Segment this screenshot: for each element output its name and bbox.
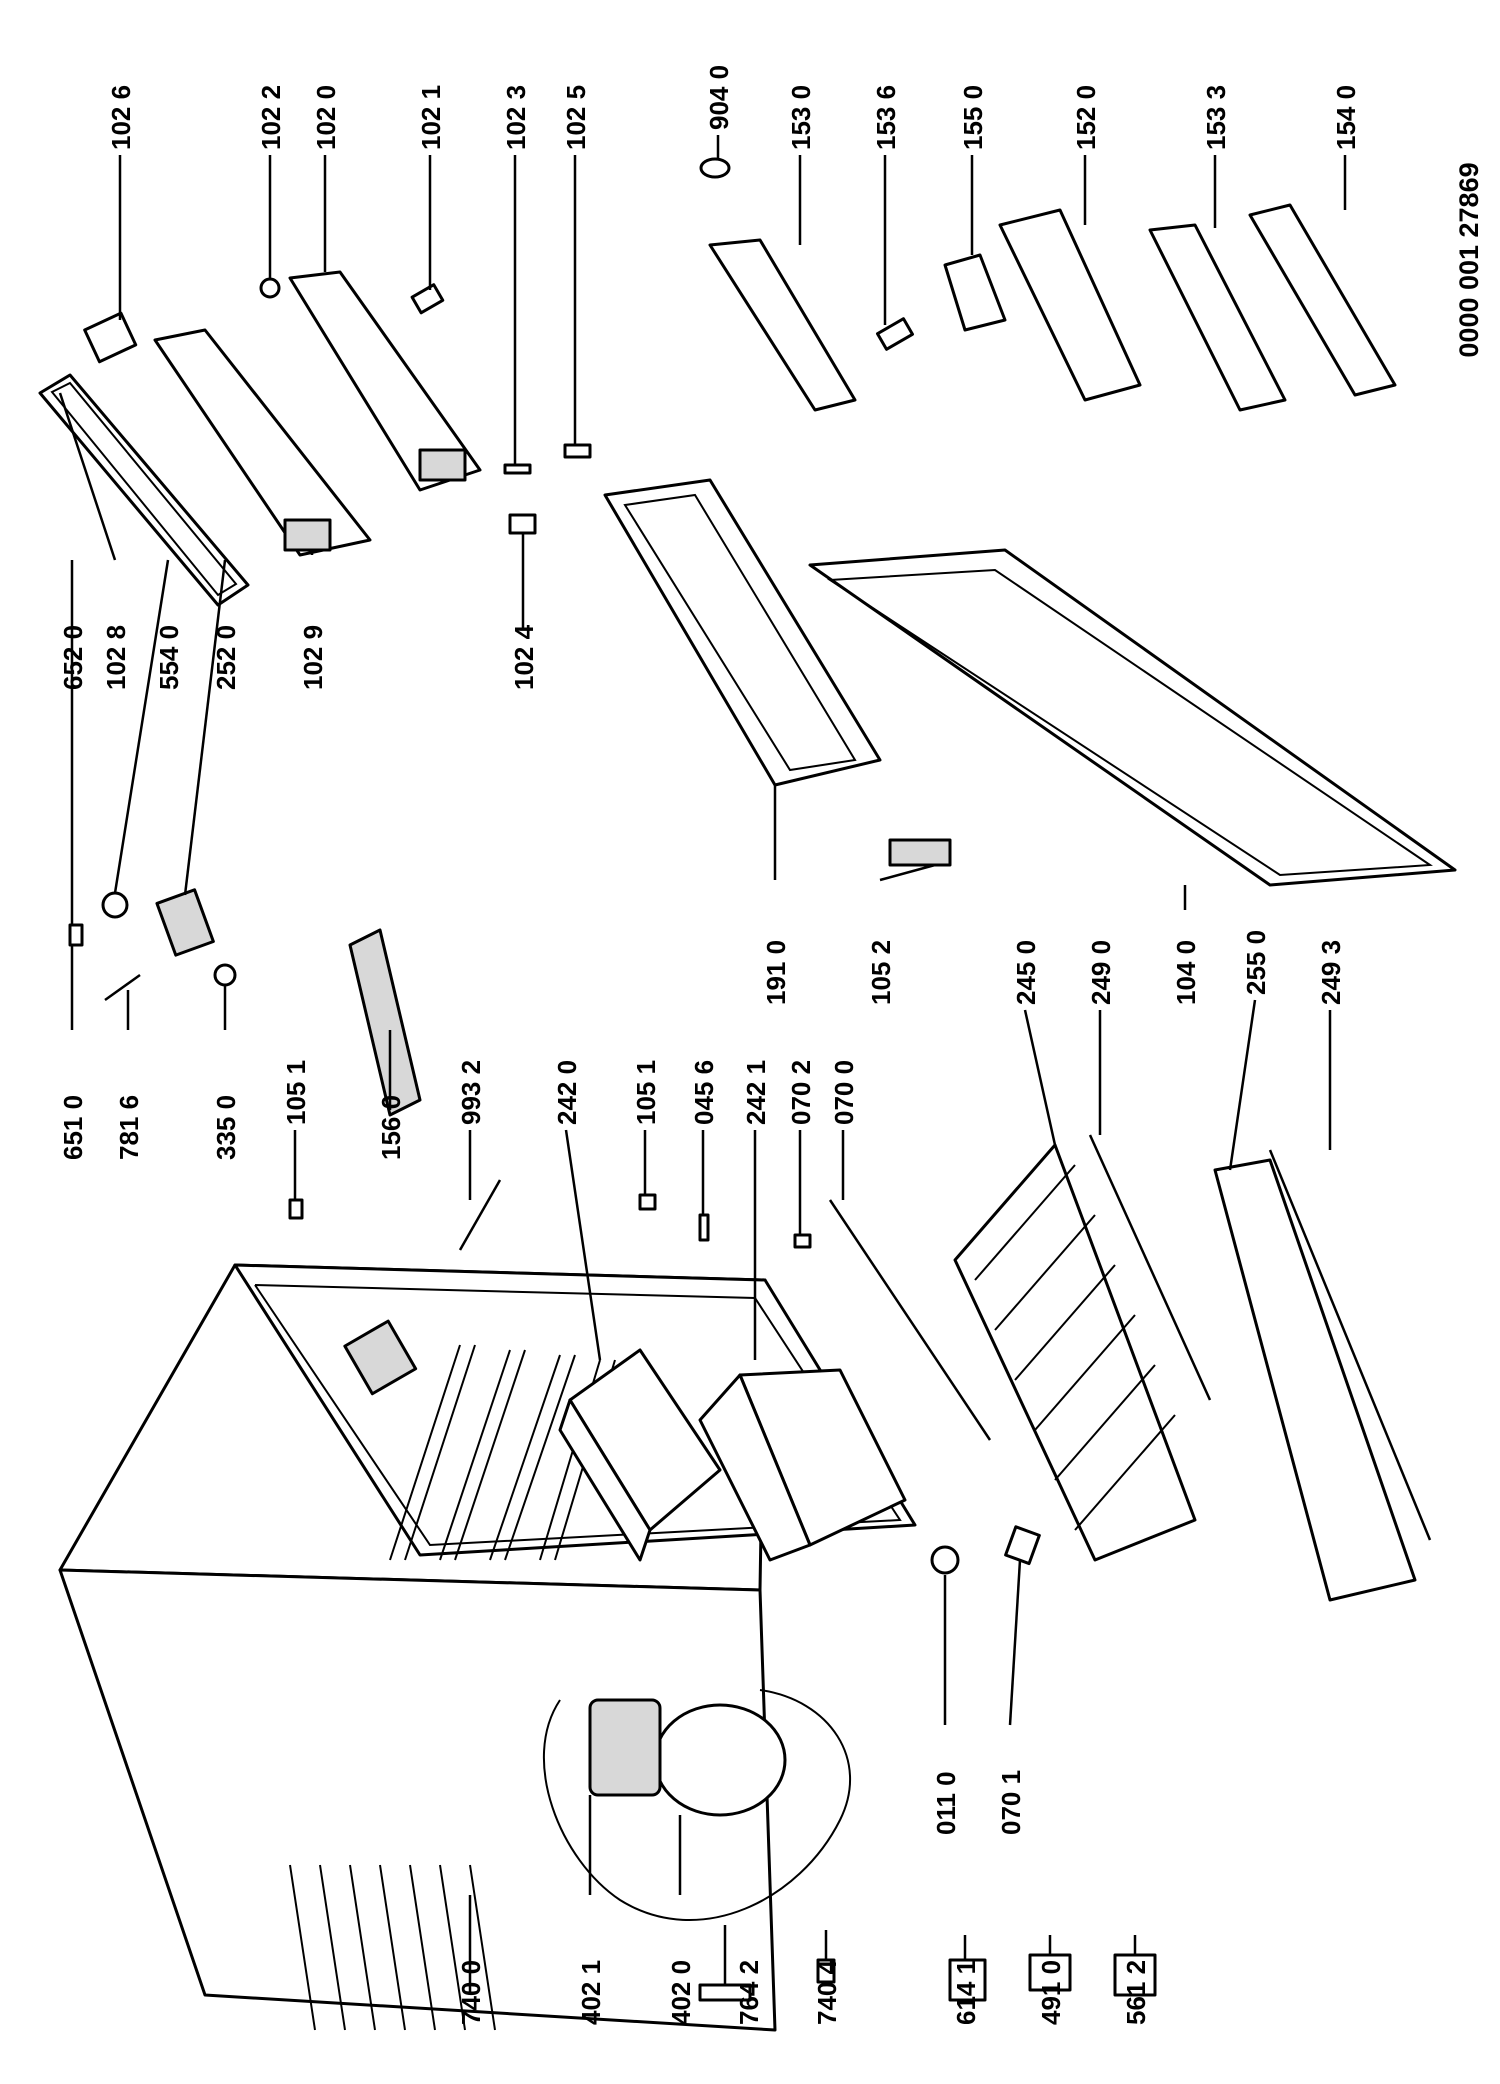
label-070-0: 070 0 xyxy=(829,1060,859,1125)
door-bin-154-drawing xyxy=(1248,203,1397,397)
label-070-2: 070 2 xyxy=(786,1060,816,1125)
door-frame-drawing xyxy=(603,478,882,787)
label-561-2: 561 2 xyxy=(1121,1960,1151,2025)
label-045-6: 045 6 xyxy=(689,1060,719,1125)
egg-tray-drawing xyxy=(943,253,1007,332)
label-105-1a: 105 1 xyxy=(281,1060,311,1125)
label-154-0: 154 0 xyxy=(1331,85,1361,150)
ice-tray-drawing xyxy=(348,928,422,1117)
label-070-1: 070 1 xyxy=(996,1770,1026,1835)
label-191-0: 191 0 xyxy=(761,940,791,1005)
label-102-0: 102 0 xyxy=(311,85,341,150)
label-153-6: 153 6 xyxy=(871,85,901,150)
freezer-compartment-drawing xyxy=(153,328,372,557)
label-105-2: 105 2 xyxy=(866,940,896,1005)
label-102-2: 102 2 xyxy=(256,85,286,150)
label-249-3: 249 3 xyxy=(1316,940,1346,1005)
label-993-2: 993 2 xyxy=(456,1060,486,1125)
label-255-0: 255 0 xyxy=(1241,930,1271,995)
hinge-cap-drawing xyxy=(259,277,281,299)
door-bin-153-drawing xyxy=(1148,223,1287,412)
label-102-5: 102 5 xyxy=(561,85,591,150)
cabinet-drawing xyxy=(58,1263,917,2032)
label-102-9: 102 9 xyxy=(298,625,328,690)
label-102-6: 102 6 xyxy=(106,85,136,150)
door-drawing xyxy=(808,548,1457,887)
label-102-4: 102 4 xyxy=(509,624,539,690)
label-245-0: 245 0 xyxy=(1011,940,1041,1005)
label-105-1b: 105 1 xyxy=(631,1060,661,1125)
gasket-drawing xyxy=(38,373,250,607)
label-242-0: 242 0 xyxy=(552,1060,582,1125)
label-402-0: 402 0 xyxy=(666,1960,696,2025)
door-bin-152-drawing xyxy=(998,208,1142,402)
wire-shelf-drawing xyxy=(953,1143,1197,1562)
label-740-0: 740 0 xyxy=(456,1960,486,2025)
label-252-0: 252 0 xyxy=(211,625,241,690)
leader-lines xyxy=(58,135,1347,1995)
label-011-0: 011 0 xyxy=(931,1771,961,1835)
label-554-0: 554 0 xyxy=(154,625,184,690)
label-102-8: 102 8 xyxy=(101,625,131,690)
glass-shelf-drawing xyxy=(1213,1158,1417,1602)
label-904-0: 904 0 xyxy=(704,65,734,130)
label-740-4: 740 4 xyxy=(812,1959,842,2025)
label-242-1: 242 1 xyxy=(741,1060,771,1125)
label-335-0: 335 0 xyxy=(211,1095,241,1160)
label-764-2: 764 2 xyxy=(734,1960,764,2025)
label-104-0: 104 0 xyxy=(1171,940,1201,1005)
label-153-3: 153 3 xyxy=(1201,85,1231,150)
label-651-0: 651 0 xyxy=(58,1095,88,1160)
label-102-1: 102 1 xyxy=(416,85,446,150)
freezer-door-drawing xyxy=(288,270,482,492)
document-number: 0000 001 27869 xyxy=(1454,162,1484,357)
label-781-6: 781 6 xyxy=(114,1095,144,1160)
label-153-0: 153 0 xyxy=(786,85,816,150)
label-155-0: 155 0 xyxy=(958,85,988,150)
part-drawings xyxy=(38,157,1457,2032)
label-156-0: 156 0 xyxy=(376,1095,406,1160)
label-652-0: 652 0 xyxy=(58,625,88,690)
bottle-rack-drawing xyxy=(708,238,857,412)
part-labels: 102 6 102 2 102 0 102 1 102 3 102 5 904 … xyxy=(58,65,1484,2025)
label-402-1: 402 1 xyxy=(576,1960,606,2025)
label-249-0: 249 0 xyxy=(1086,940,1116,1005)
label-614-1: 614 1 xyxy=(951,1960,981,2025)
label-102-3: 102 3 xyxy=(501,85,531,150)
label-152-0: 152 0 xyxy=(1071,85,1101,150)
label-491-0: 491 0 xyxy=(1036,1960,1066,2025)
